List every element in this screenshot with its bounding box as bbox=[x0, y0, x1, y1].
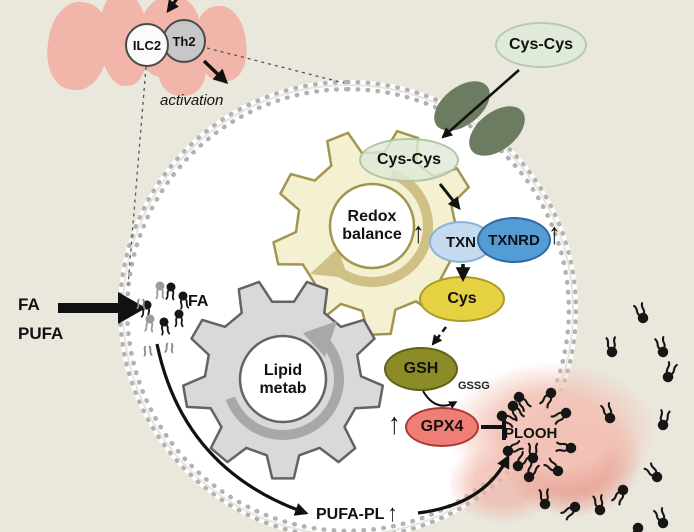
fa-intracellular-label: FA bbox=[188, 293, 209, 310]
fa-extracellular-label: FA bbox=[18, 295, 40, 314]
lipid-metab-label: Lipid metab bbox=[259, 362, 307, 397]
activation-label: activation bbox=[160, 92, 224, 109]
redox-balance-label: Redox balance bbox=[342, 208, 402, 243]
pufa-pl-label: PUFA-PL ↑ bbox=[316, 500, 398, 528]
redox-up-arrow: ↑ bbox=[412, 216, 425, 250]
gpx4-up-arrow: ↑ bbox=[388, 407, 401, 441]
gsh-node: GSH bbox=[384, 347, 458, 391]
gssg-label: GSSG bbox=[458, 380, 490, 392]
th2-cell: Th2 bbox=[162, 19, 206, 63]
redox-cycle-arrow bbox=[325, 168, 433, 287]
plooh-label: PLOOH bbox=[504, 425, 558, 442]
cystine-intracellular-node: Cys-Cys bbox=[359, 138, 459, 182]
pufa-extracellular-label: PUFA bbox=[18, 324, 64, 343]
cys-node: Cys bbox=[419, 276, 505, 322]
txnrd-up-arrow: ↑ bbox=[548, 217, 561, 251]
redox-cycle-arrowhead bbox=[310, 248, 348, 278]
lipid-cycle-arrowhead bbox=[303, 321, 337, 357]
gpx4-node: GPX4 bbox=[405, 407, 479, 447]
ilc2-cell: ILC2 bbox=[125, 23, 169, 67]
txnrd-node: TXNRD bbox=[477, 217, 551, 263]
pufa-pl-up-arrow: ↑ bbox=[387, 500, 398, 528]
cystine-extracellular-node: Cys-Cys bbox=[495, 22, 587, 68]
